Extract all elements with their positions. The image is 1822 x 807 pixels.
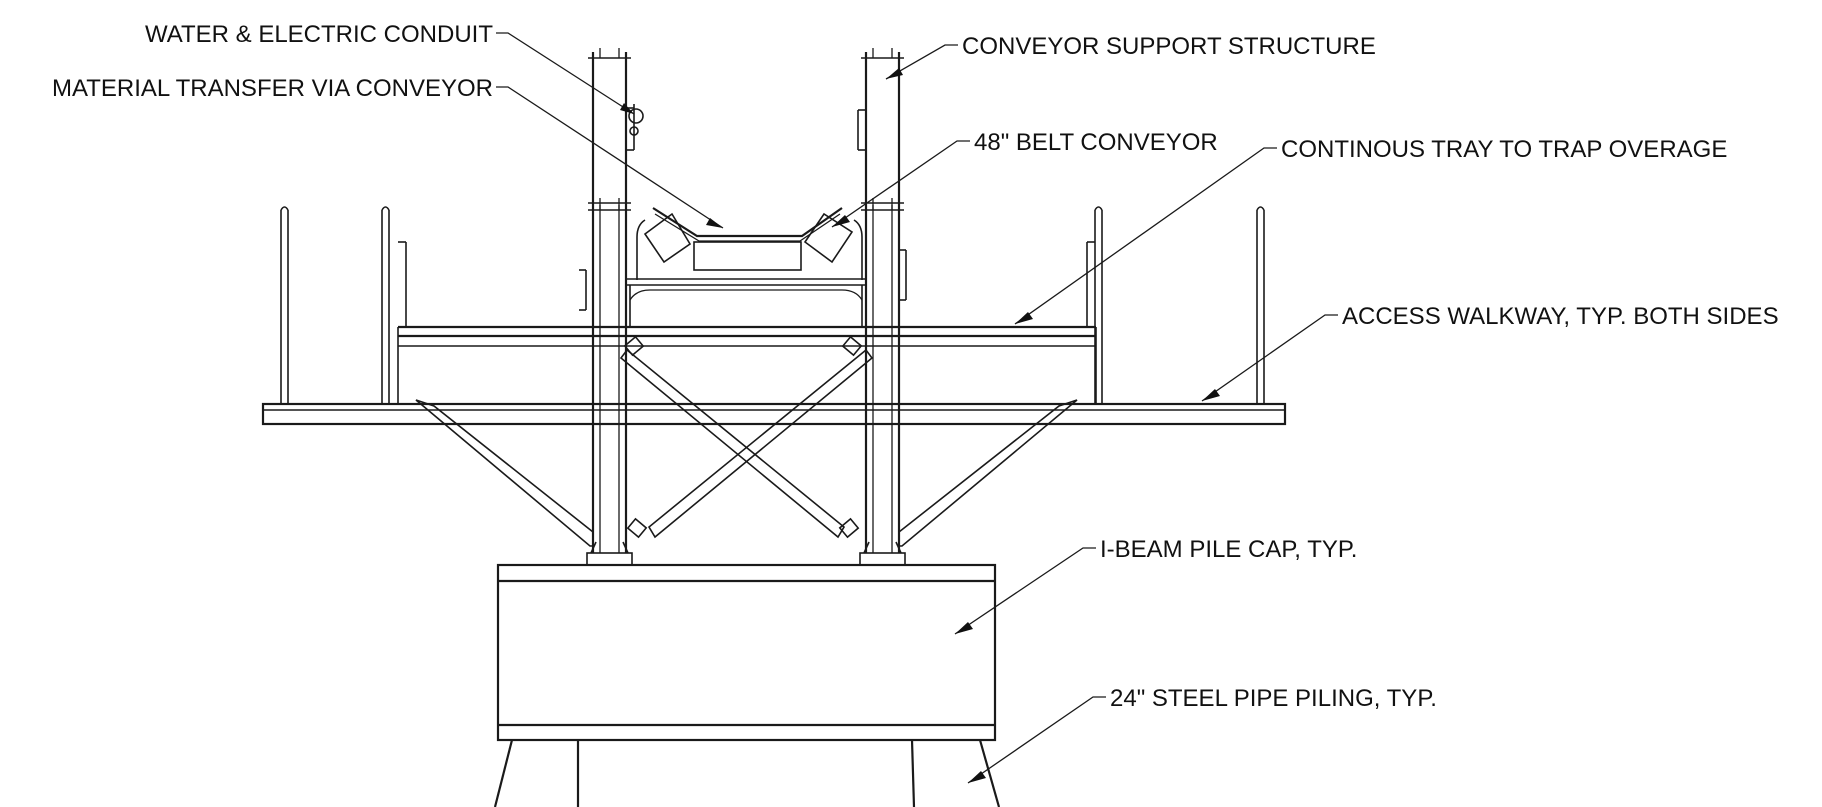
label-conveyor-support-structure: CONVEYOR SUPPORT STRUCTURE bbox=[962, 33, 1376, 60]
walkway-upper-beam bbox=[397, 325, 1097, 404]
label-pipe-piling: 24" STEEL PIPE PILING, TYP. bbox=[1110, 685, 1437, 712]
label-pile-cap: I-BEAM PILE CAP, TYP. bbox=[1100, 536, 1357, 563]
leader-conveyor-support bbox=[885, 44, 958, 80]
leader-pipe-piling bbox=[967, 696, 1106, 784]
right-column bbox=[857, 48, 907, 553]
continuous-tray bbox=[626, 284, 866, 326]
arrowhead-continuous-tray bbox=[1015, 312, 1033, 324]
leader-access-walkway bbox=[1201, 314, 1338, 402]
arrowhead-material-transfer bbox=[706, 218, 723, 228]
arrowhead-pipe-piling bbox=[968, 771, 986, 783]
steel-pipe-piling bbox=[493, 739, 1001, 807]
electric-conduit-pipe bbox=[629, 126, 639, 136]
arrowhead-pile-cap bbox=[955, 622, 973, 634]
leader-continuous-tray bbox=[1014, 147, 1277, 325]
leader-pile-cap bbox=[954, 547, 1096, 635]
arrowhead-access-walkway bbox=[1202, 389, 1220, 401]
left-handrails bbox=[280, 206, 407, 404]
pile-cap bbox=[496, 563, 997, 742]
label-water-electric-conduit: WATER & ELECTRIC CONDUIT bbox=[145, 21, 493, 48]
left-column bbox=[579, 48, 631, 553]
right-handrails bbox=[1086, 206, 1265, 404]
leader-belt-conveyor bbox=[831, 140, 970, 228]
label-continuous-tray: CONTINOUS TRAY TO TRAP OVERAGE bbox=[1281, 136, 1727, 163]
cross-bracing bbox=[619, 335, 874, 539]
arrowhead-water-conduit bbox=[620, 103, 634, 114]
leader-material-transfer bbox=[496, 86, 724, 229]
belt-conveyor bbox=[627, 207, 866, 280]
label-material-transfer: MATERIAL TRANSFER VIA CONVEYOR bbox=[52, 75, 493, 102]
arrowhead-conveyor-support bbox=[886, 68, 903, 79]
arrowhead-belt-conveyor bbox=[832, 215, 850, 227]
column-base-plates bbox=[586, 541, 906, 566]
water-conduit-pipe bbox=[628, 108, 644, 124]
leader-water-conduit bbox=[496, 32, 635, 115]
label-access-walkway: ACCESS WALKWAY, TYP. BOTH SIDES bbox=[1342, 303, 1779, 330]
label-belt-conveyor: 48" BELT CONVEYOR bbox=[974, 129, 1218, 156]
walkway-deck bbox=[261, 402, 1287, 426]
knee-braces bbox=[415, 399, 1078, 547]
leader-lines bbox=[496, 32, 1338, 784]
